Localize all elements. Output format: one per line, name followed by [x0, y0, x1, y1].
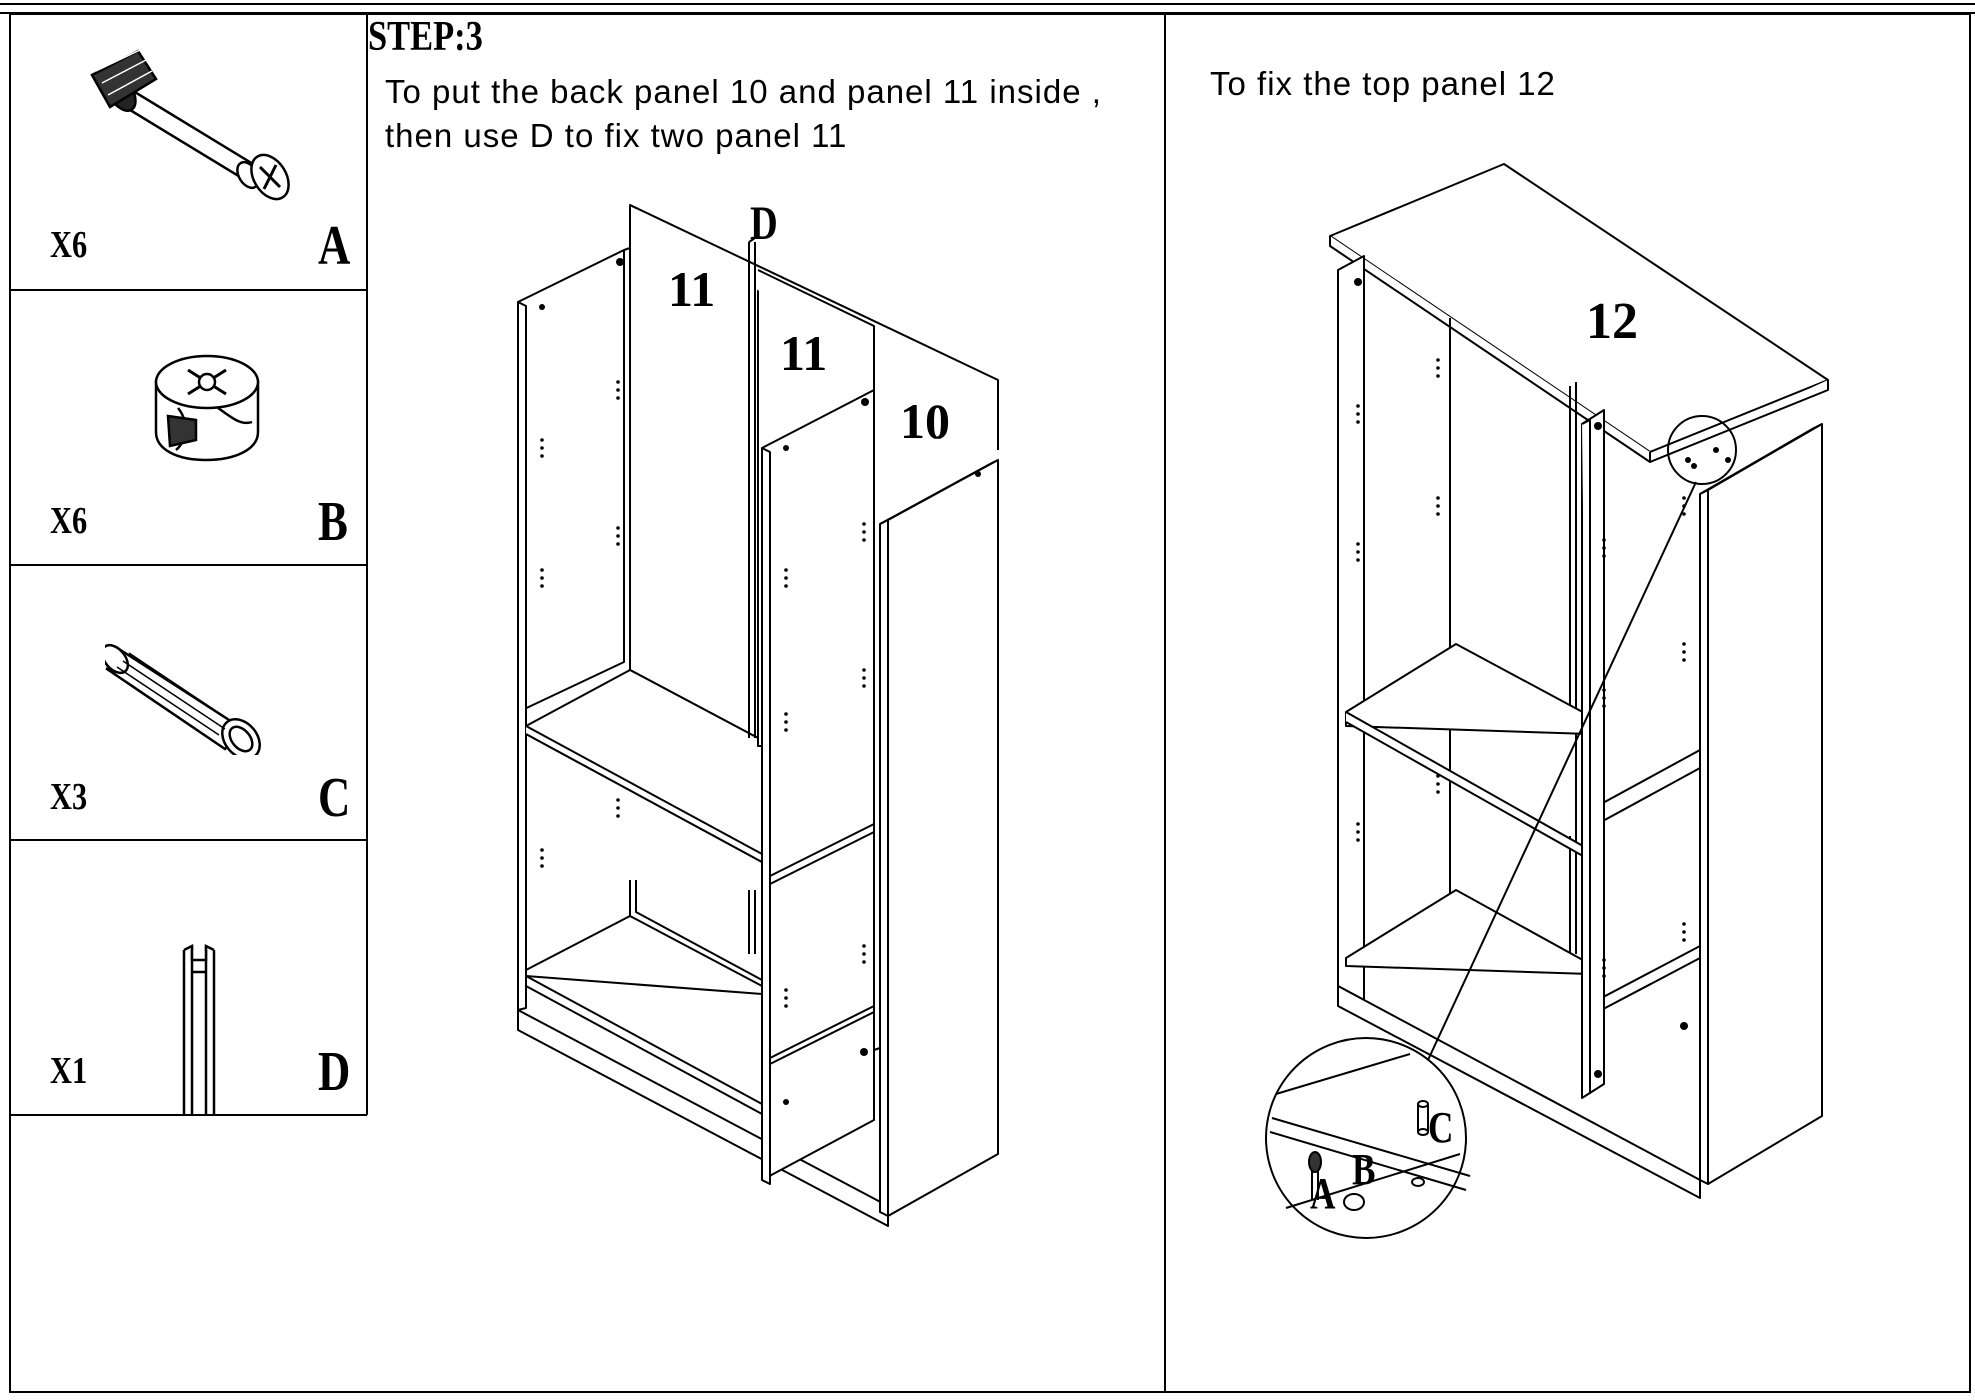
right-instruction: To fix the top panel 12: [1210, 65, 1556, 102]
part-d-code: D: [318, 1041, 351, 1103]
connector-d-label: D: [750, 197, 778, 250]
part-a-code: A: [318, 215, 351, 277]
part-c-quantity: X3: [50, 776, 88, 818]
part-b-quantity: X6: [50, 500, 88, 542]
cabinet-back-panel-assembly-drawing: [517, 204, 999, 1227]
part-b-code: B: [318, 491, 348, 553]
part-a-quantity: X6: [50, 224, 88, 266]
cabinet-top-panel-assembly-drawing: [1265, 163, 1829, 1239]
h-connector-strip-icon: [182, 943, 216, 1116]
top-panel-12-label: 12: [1586, 293, 1638, 350]
detail-c-label: C: [1428, 1103, 1454, 1152]
part-c-code: C: [318, 767, 351, 829]
left-instruction-line1: To put the back panel 10 and panel 11 in…: [385, 73, 1102, 110]
step-title: STEP:3: [368, 14, 483, 60]
wood-dowel-icon: [105, 643, 261, 755]
back-panel-10-label: 10: [900, 393, 950, 449]
left-instruction-line2: then use D to fix two panel 11: [385, 117, 848, 154]
part-d-quantity: X1: [50, 1050, 88, 1092]
back-panel-11-mid-label: 11: [780, 325, 828, 381]
back-panel-11-left-label: 11: [668, 261, 716, 317]
cam-lock-nut-icon: [154, 354, 260, 462]
detail-a-label: A: [1310, 1169, 1336, 1218]
cam-bolt-icon: [90, 48, 290, 201]
detail-b-label: B: [1352, 1145, 1376, 1194]
